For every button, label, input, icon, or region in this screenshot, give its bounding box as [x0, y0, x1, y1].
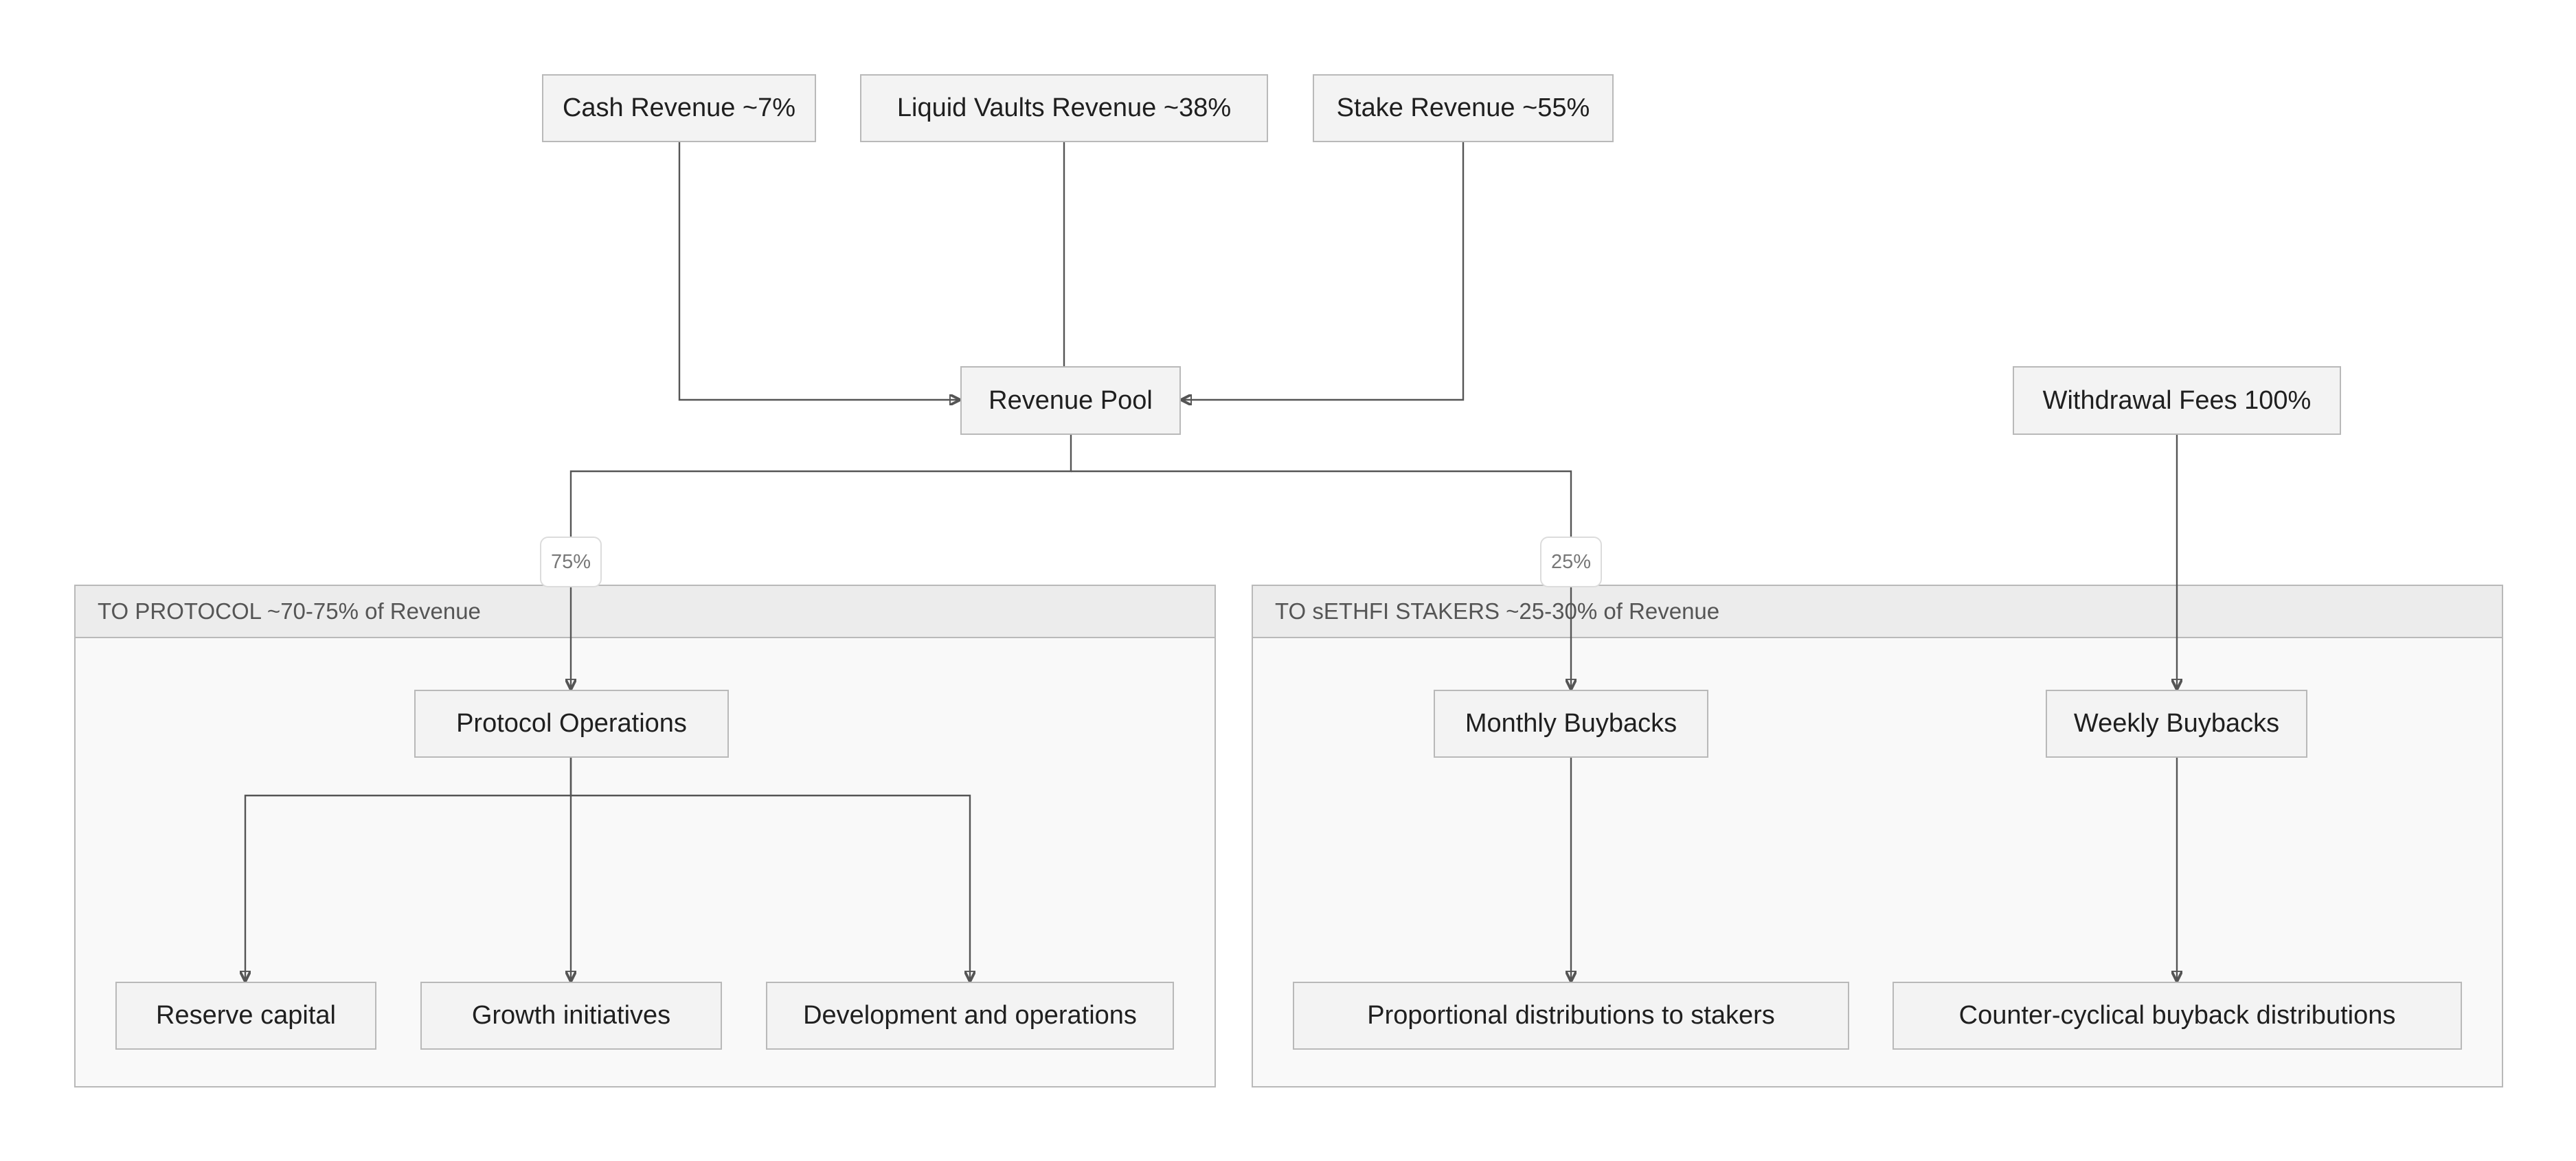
node-development-operations[interactable]: Development and operations [766, 982, 1174, 1050]
node-proportional-distributions[interactable]: Proportional distributions to stakers [1293, 982, 1849, 1050]
edge-cash-to-pool [678, 142, 960, 400]
node-cash-revenue[interactable]: Cash Revenue ~7% [542, 74, 816, 142]
node-countercyclical-distributions[interactable]: Counter-cyclical buyback distributions [1893, 982, 2462, 1050]
node-growth-initiatives[interactable]: Growth initiatives [420, 982, 722, 1050]
node-reserve-capital[interactable]: Reserve capital [115, 982, 376, 1050]
group-to-stakers-title: TO sETHFI STAKERS ~25-30% of Revenue [1253, 586, 2502, 638]
node-withdrawal-fees[interactable]: Withdrawal Fees 100% [2013, 366, 2341, 435]
edge-stake-to-pool [1181, 142, 1465, 400]
node-revenue-pool[interactable]: Revenue Pool [960, 366, 1181, 435]
edge-label-to-protocol: 75% [540, 537, 602, 587]
group-to-protocol-title: TO PROTOCOL ~70-75% of Revenue [76, 586, 1214, 638]
node-stake-revenue[interactable]: Stake Revenue ~55% [1313, 74, 1614, 142]
node-monthly-buybacks[interactable]: Monthly Buybacks [1434, 690, 1708, 758]
node-liquid-vaults-revenue[interactable]: Liquid Vaults Revenue ~38% [860, 74, 1268, 142]
edge-label-to-stakers: 25% [1540, 537, 1602, 587]
node-protocol-operations[interactable]: Protocol Operations [414, 690, 729, 758]
node-weekly-buybacks[interactable]: Weekly Buybacks [2046, 690, 2307, 758]
